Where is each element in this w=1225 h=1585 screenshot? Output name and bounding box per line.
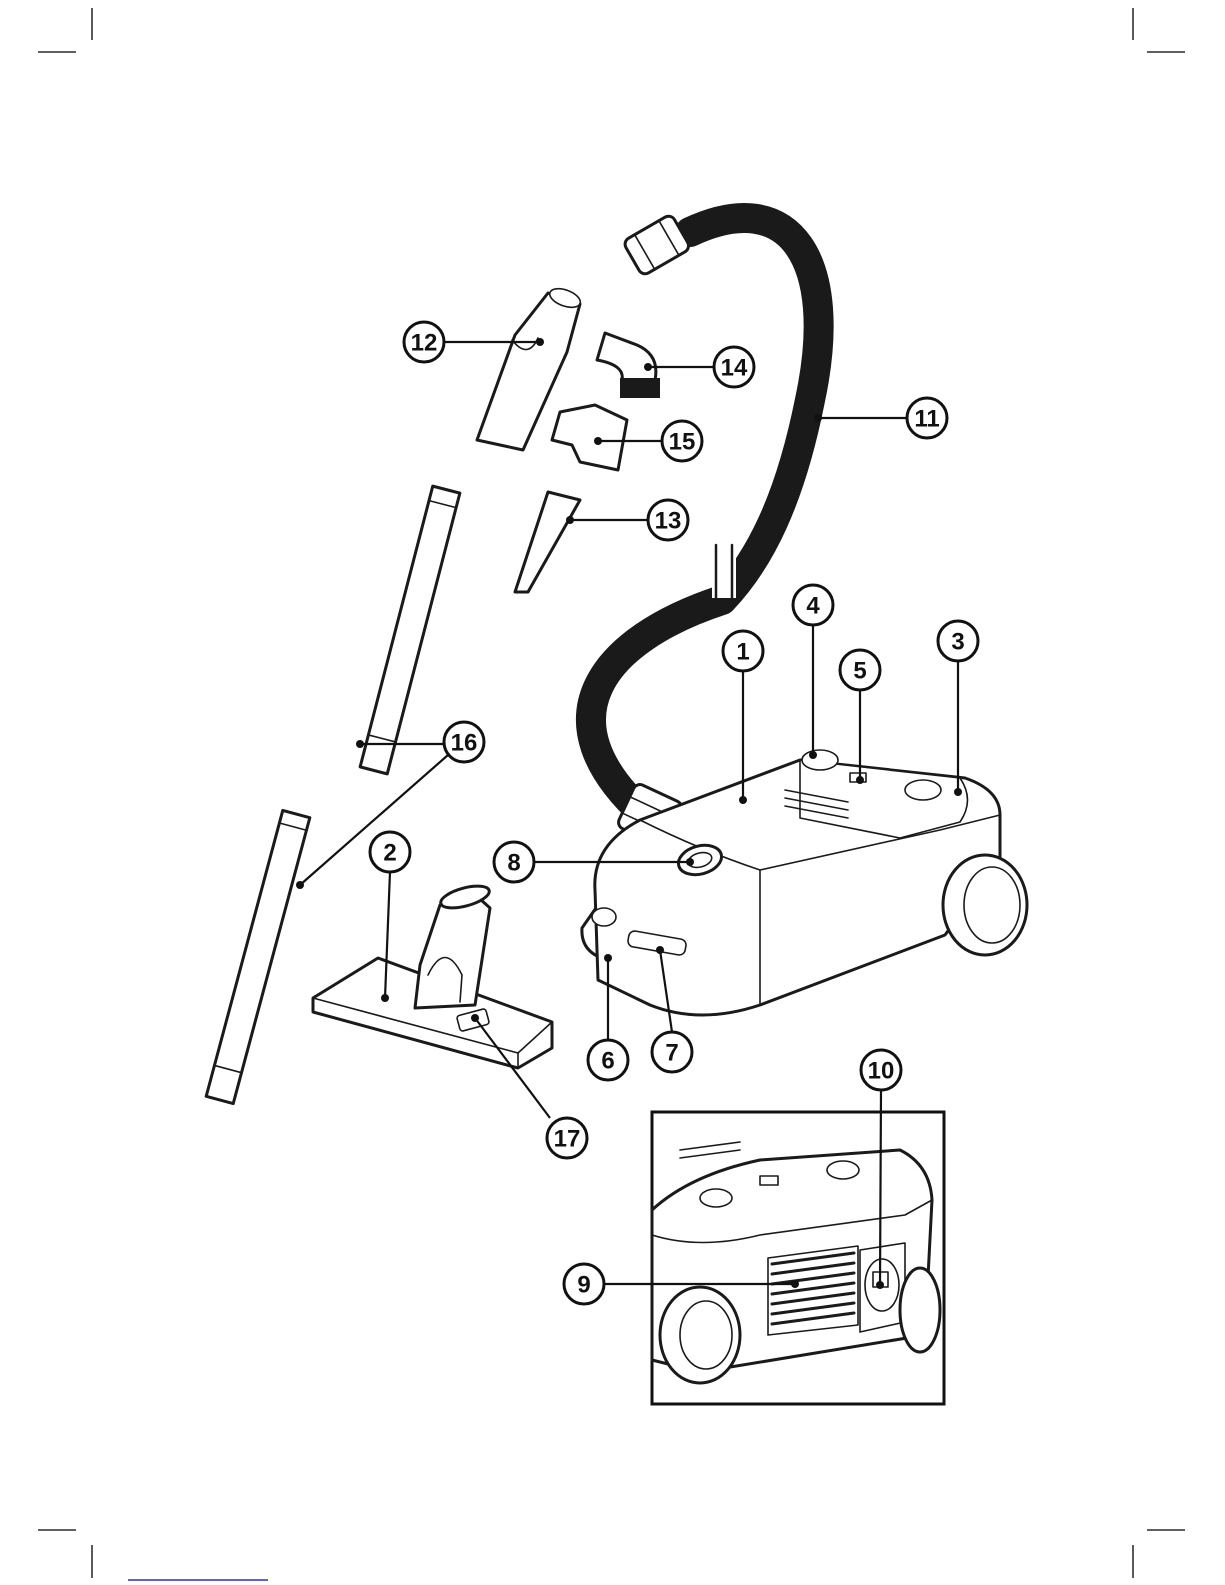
callout-10-label: 10	[868, 1058, 895, 1085]
callout-9: 9	[564, 1264, 604, 1304]
callout-17: 17	[547, 1118, 587, 1158]
callout-17-label: 17	[554, 1126, 581, 1153]
callout-2: 2	[370, 832, 410, 872]
callout-13-label: 13	[655, 508, 682, 535]
callout-7-label: 7	[665, 1040, 678, 1067]
callout-12: 12	[404, 322, 444, 362]
callout-10: 10	[861, 1050, 901, 1090]
callout-9-label: 9	[577, 1272, 590, 1299]
callout-3-label: 3	[951, 629, 964, 656]
callout-2-label: 2	[383, 840, 396, 867]
extension-tube-lower	[206, 810, 310, 1103]
callout-8-label: 8	[507, 850, 520, 877]
callout-11-label: 11	[914, 406, 939, 433]
floor-nozzle	[313, 882, 552, 1068]
rear-view-inset	[652, 1112, 944, 1404]
callout-8: 8	[494, 842, 534, 882]
callout-5-label: 5	[853, 658, 866, 685]
callout-13: 13	[648, 500, 688, 540]
callout-6-label: 6	[601, 1048, 614, 1075]
callout-7: 7	[652, 1032, 692, 1072]
callout-1-label: 1	[736, 639, 749, 666]
callout-16: 16	[444, 722, 484, 762]
extension-tube-upper	[360, 486, 460, 774]
callout-16-label: 16	[451, 730, 478, 757]
callout-4: 4	[793, 585, 833, 625]
callout-15: 15	[662, 421, 702, 461]
crevice-tool	[515, 492, 580, 592]
callout-14: 14	[714, 347, 754, 387]
callout-1: 1	[723, 631, 763, 671]
callout-3: 3	[938, 621, 978, 661]
callout-11: 11	[907, 398, 947, 438]
callout-4-label: 4	[806, 593, 820, 620]
upholstery-nozzle	[552, 405, 627, 470]
hose	[591, 218, 819, 815]
callout-14-label: 14	[721, 355, 748, 382]
callout-6: 6	[588, 1040, 628, 1080]
callout-12-label: 12	[411, 330, 438, 357]
callout-15-label: 15	[669, 429, 696, 456]
callout-5: 5	[840, 650, 880, 690]
